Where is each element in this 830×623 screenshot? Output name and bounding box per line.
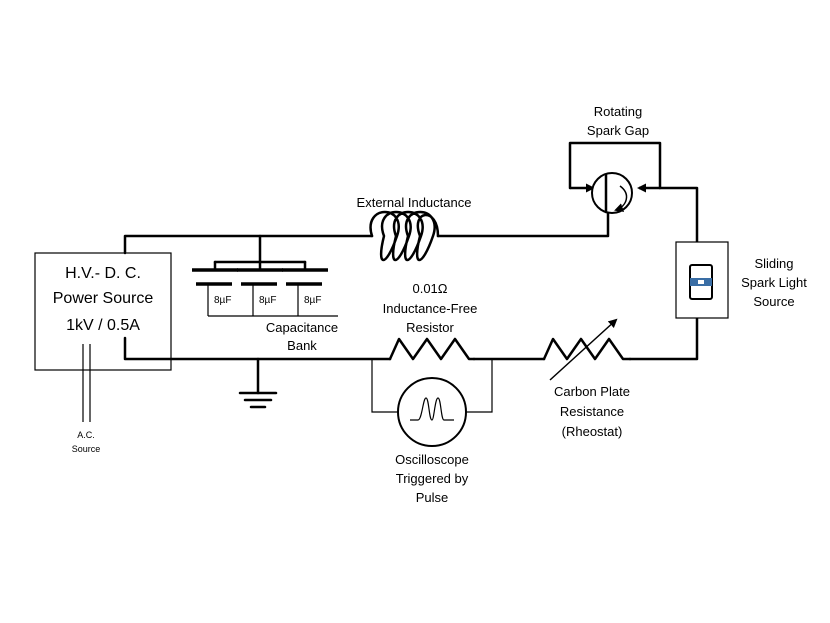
inductor-coil xyxy=(369,210,440,261)
rheostat-label-line1: Carbon Plate xyxy=(554,384,630,399)
spark-gap-label-line1: Rotating xyxy=(594,104,642,119)
light-source-label-line2: Spark Light xyxy=(741,275,807,290)
power-source-label-line1: H.V.- D. C. xyxy=(65,265,141,282)
top-wire-left xyxy=(123,234,374,255)
power-source-label-line2: Power Source xyxy=(53,290,154,307)
rheostat-zigzag xyxy=(542,337,632,361)
rotating-spark-gap: Rotating Spark Gap xyxy=(568,104,662,214)
right-wire xyxy=(658,186,699,270)
oscilloscope: Oscilloscope Triggered by Pulse xyxy=(371,359,493,505)
spark-gap-rotor xyxy=(591,172,633,214)
capacitance-bank: 8µF 8µF 8µF Capacitance Bank xyxy=(192,260,338,353)
oscilloscope-lead-right xyxy=(466,359,493,413)
power-source-box xyxy=(34,252,172,371)
capacitor-1-value: 8µF xyxy=(214,295,231,306)
top-wire-right xyxy=(436,208,610,238)
ac-source-label-line2: Source xyxy=(72,444,101,454)
spark-gap-loop-wire xyxy=(568,141,662,190)
ground-icon xyxy=(238,391,278,409)
carbon-plate-rheostat: Carbon Plate Resistance (Rheostat) xyxy=(542,318,632,439)
capacitance-bank-label-line1: Capacitance xyxy=(266,320,338,335)
bottom-wire-left xyxy=(123,336,392,361)
sliding-spark-light-source: Sliding Spark Light Source xyxy=(675,241,807,319)
inductance-free-resistor: 0.01Ω Inductance-Free Resistor xyxy=(383,281,478,361)
oscilloscope-label-line3: Pulse xyxy=(416,490,449,505)
rheostat-label-line2: Resistance xyxy=(560,404,624,419)
resistor-label-line1: 0.01Ω xyxy=(412,281,447,296)
bottom-wire-right xyxy=(628,316,699,361)
light-source-label-line1: Sliding xyxy=(754,256,793,271)
light-source-label-line3: Source xyxy=(753,294,794,309)
rotation-arrow-icon xyxy=(614,185,628,212)
capacitor-2-value: 8µF xyxy=(259,295,276,306)
ac-source: A.C. Source xyxy=(72,344,101,454)
spark-gap-label-line2: Spark Gap xyxy=(587,123,649,138)
external-inductance: External Inductance xyxy=(357,195,472,261)
oscilloscope-label-line1: Oscilloscope xyxy=(395,452,469,467)
ac-source-label-line1: A.C. xyxy=(77,430,95,440)
top-wire xyxy=(123,208,610,264)
capacitance-bank-label-line2: Bank xyxy=(287,338,317,353)
oscilloscope-label-line2: Triggered by xyxy=(396,471,469,486)
resistor-zigzag xyxy=(388,337,476,361)
rheostat-adjust-arrow xyxy=(549,318,618,381)
spark-light-gap xyxy=(698,280,704,284)
bottom-wire xyxy=(123,316,699,395)
resistor-label-line3: Resistor xyxy=(406,320,454,335)
rheostat-label-line3: (Rheostat) xyxy=(562,424,623,439)
resistor-label-line2: Inductance-Free xyxy=(383,301,478,316)
oscilloscope-screen xyxy=(397,377,467,447)
power-source-label-line3: 1kV / 0.5A xyxy=(66,317,140,334)
external-inductance-label: External Inductance xyxy=(357,195,472,210)
capacitor-3-value: 8µF xyxy=(304,295,321,306)
oscilloscope-lead-left xyxy=(371,359,398,413)
pulse-waveform-icon xyxy=(410,397,454,421)
power-source: H.V.- D. C. Power Source 1kV / 0.5A xyxy=(34,252,172,371)
